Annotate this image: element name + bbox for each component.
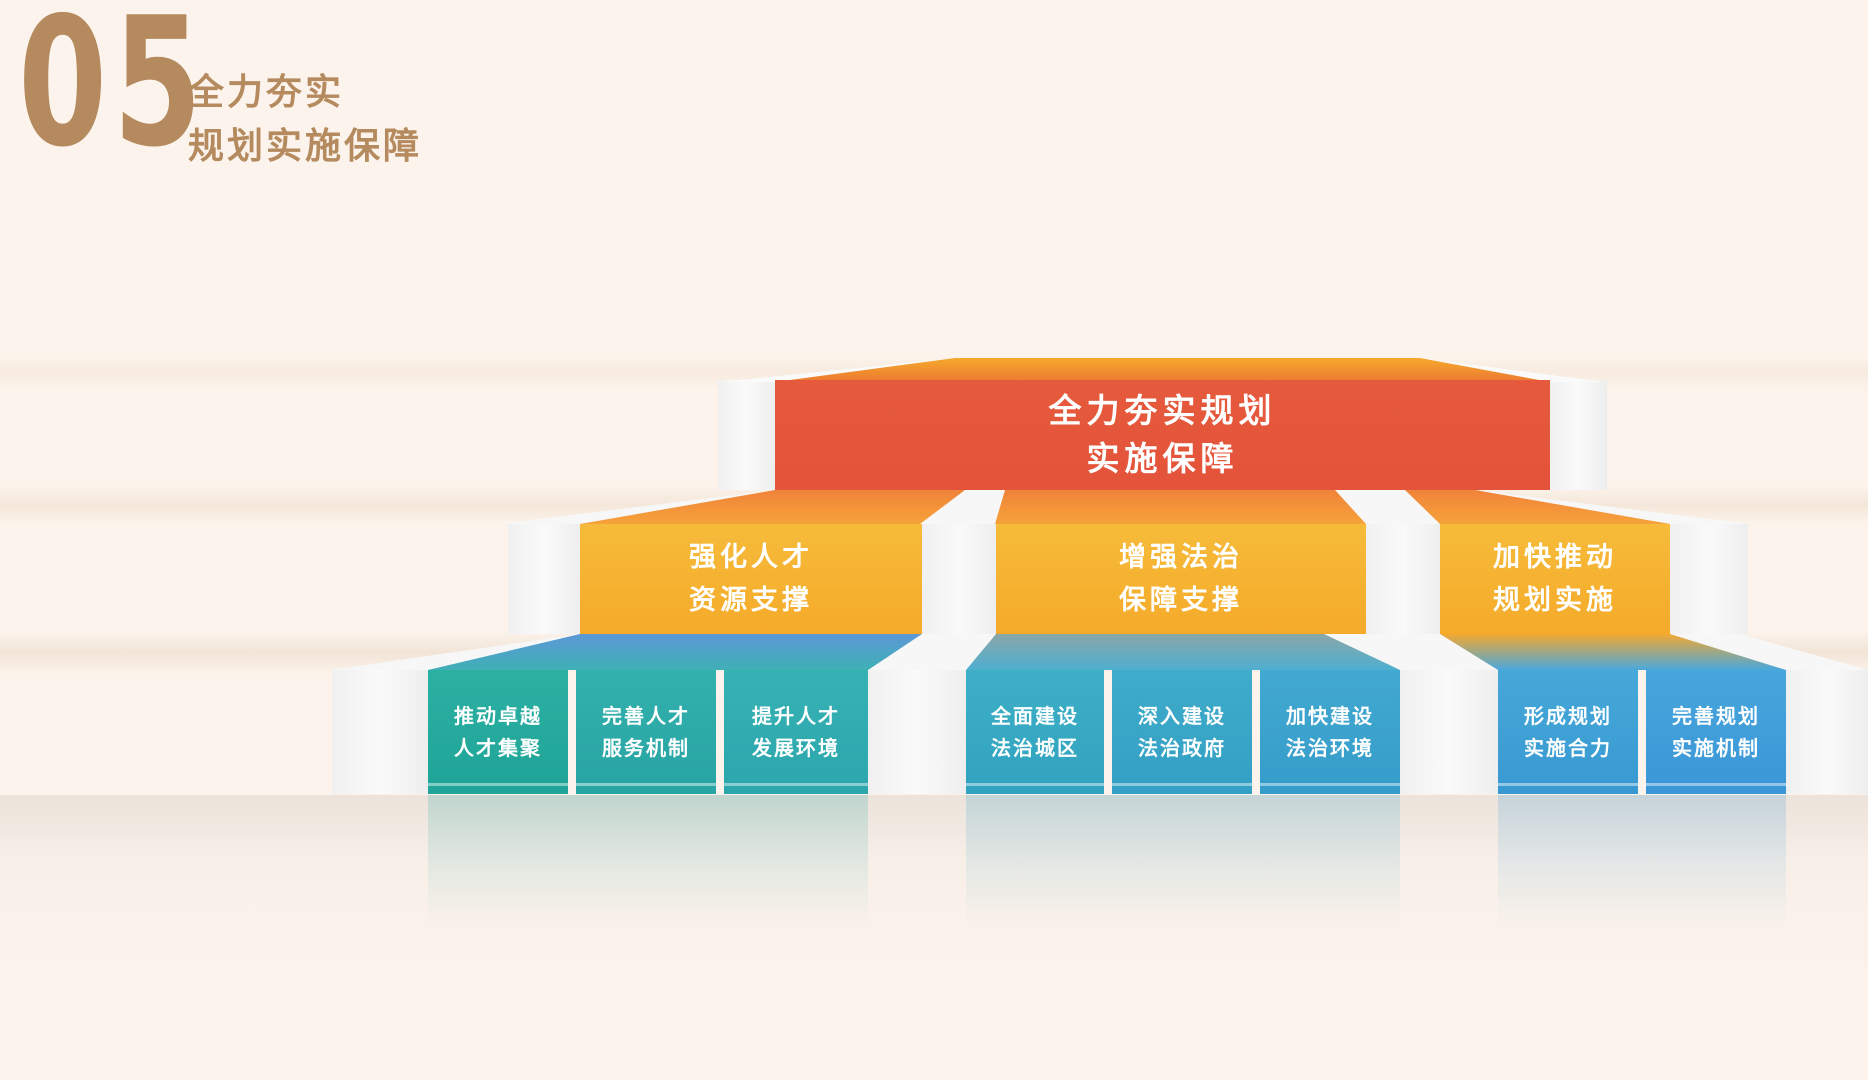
divider: [1260, 783, 1400, 786]
top-tier-cap: [720, 358, 1605, 382]
section-title-line-2: 规划实施保障: [188, 126, 423, 167]
tier-bottom-label: 完善规划 实施机制: [1672, 704, 1760, 760]
tier-bottom-label: 完善人才 服务机制: [602, 704, 690, 760]
divider: [724, 783, 868, 786]
white-side-block: [508, 524, 580, 634]
white-side-block: [332, 670, 428, 794]
section-number: 05: [18, 0, 208, 186]
tier-bottom-label: 推动卓越 人才集聚: [454, 704, 542, 760]
tier-bottom-block: 深入建设 法治政府: [1112, 670, 1252, 794]
tier-middle-label: 强化人才 资源支撑: [689, 542, 813, 616]
white-side-block: [1550, 380, 1607, 490]
tier-bottom-label: 形成规划 实施合力: [1524, 704, 1612, 760]
white-side-block: [1786, 670, 1868, 794]
reflection: [966, 795, 1400, 925]
tier-middle-block: 强化人才 资源支撑: [580, 524, 922, 634]
reflection: [1498, 795, 1786, 925]
white-side-block: [1366, 524, 1440, 634]
tier-bottom-block: 全面建设 法治城区: [966, 670, 1104, 794]
tier-bottom-block: 提升人才 发展环境: [724, 670, 868, 794]
tier-middle-block: 增强法治 保障支撑: [996, 524, 1366, 634]
floor-shadow: [0, 795, 1868, 985]
reflection: [428, 795, 868, 925]
divider: [1498, 783, 1638, 786]
tier-bottom-block: 加快建设 法治环境: [1260, 670, 1400, 794]
tier-bottom-label: 加快建设 法治环境: [1286, 704, 1374, 760]
divider: [1112, 783, 1252, 786]
tier-middle-label: 加快推动 规划实施: [1493, 542, 1617, 616]
tier-bottom-block: 完善规划 实施机制: [1646, 670, 1786, 794]
section-title: 全力夯实 规划实施保障: [188, 66, 422, 174]
tier-bottom-block: 形成规划 实施合力: [1498, 670, 1638, 794]
divider: [428, 783, 568, 786]
tier-bottom-label: 提升人才 发展环境: [752, 704, 840, 760]
white-side-block: [718, 380, 775, 490]
tier-middle-block: 加快推动 规划实施: [1440, 524, 1670, 634]
tier-middle-label: 增强法治 保障支撑: [1119, 542, 1243, 616]
white-side-block: [922, 524, 996, 634]
divider: [966, 783, 1104, 786]
divider: [1646, 783, 1786, 786]
white-side-block: [1670, 524, 1748, 634]
divider: [576, 783, 716, 786]
tier-top-block: 全力夯实规划 实施保障: [775, 380, 1550, 490]
section-title-line-1: 全力夯实: [188, 72, 345, 113]
white-side-block: [1400, 670, 1498, 794]
middle-tier-cap: [500, 490, 1750, 524]
tier-bottom-label: 深入建设 法治政府: [1138, 704, 1226, 760]
tier-bottom-block: 推动卓越 人才集聚: [428, 670, 568, 794]
tier-bottom-block: 完善人才 服务机制: [576, 670, 716, 794]
tier-top-label: 全力夯实规划 实施保障: [1048, 391, 1277, 478]
tier-bottom-label: 全面建设 法治城区: [991, 704, 1079, 760]
white-side-block: [868, 670, 966, 794]
bottom-tier-cap: [330, 634, 1868, 670]
